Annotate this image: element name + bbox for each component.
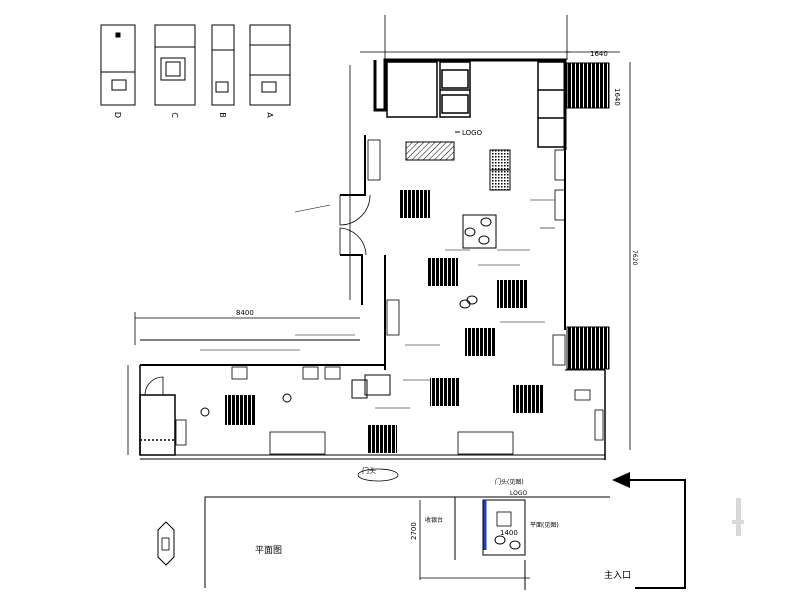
- elevation-d: [100, 24, 136, 106]
- column-top-right: [566, 62, 610, 109]
- logo-tag-3: 平面(见图): [530, 522, 559, 529]
- elevation-label-c: C: [170, 112, 179, 118]
- north-arrow-icon: [157, 521, 175, 566]
- dim-lower-height: 2700: [410, 522, 418, 540]
- rack: [513, 385, 543, 413]
- door-swings: [144, 194, 371, 396]
- columns: [566, 62, 610, 370]
- elevation-c: [154, 24, 196, 106]
- column-mid-right: [566, 326, 610, 370]
- kiosk-tag: 收银台: [425, 516, 443, 524]
- storage-room: [139, 394, 176, 456]
- dim-lower-width: 1400: [500, 529, 518, 537]
- elevation-a: [249, 24, 291, 106]
- logo-main-label: LOGO: [462, 129, 483, 137]
- site-plan: [204, 496, 610, 590]
- elevation-thumbnails: [100, 24, 291, 106]
- dim-top-width: 1640: [590, 50, 608, 58]
- logo-tag-1: LOGO: [510, 490, 528, 497]
- lounge-seating: [200, 214, 497, 417]
- elevation-label-d: D: [113, 112, 122, 118]
- dim-right-upper: 1640: [613, 88, 621, 106]
- rack: [225, 395, 255, 425]
- fitting-rooms: [386, 61, 566, 148]
- rack: [465, 328, 495, 356]
- logo-tag-2: 门头(见图): [495, 478, 524, 486]
- rack: [400, 190, 430, 218]
- rack: [497, 280, 527, 308]
- decor-figure: [732, 498, 744, 536]
- rack: [367, 425, 397, 453]
- display-platforms: [489, 149, 511, 191]
- dim-left-room-width: 8400: [236, 309, 254, 317]
- annotation-leaders: [200, 199, 555, 409]
- dim-right-main: 7620: [631, 250, 638, 265]
- rack: [430, 378, 460, 406]
- entrance-arrow-icon: [612, 472, 686, 589]
- cashier-kiosk: [351, 374, 391, 399]
- elevation-b: [211, 24, 235, 106]
- lower-left-room-label: 平面图: [255, 545, 282, 556]
- entrance-label: 主入口: [604, 569, 631, 581]
- elevation-label-a: A: [265, 112, 274, 118]
- elevation-label-b: B: [218, 112, 227, 118]
- elevation-labels: D C B A: [113, 112, 274, 118]
- rack: [428, 258, 458, 286]
- clothing-racks: [225, 190, 543, 453]
- wall-shelving: [175, 139, 604, 455]
- area-tag: 门头: [362, 466, 376, 475]
- logo-display: LOGO: [405, 129, 483, 161]
- dimension-lines: [127, 15, 631, 580]
